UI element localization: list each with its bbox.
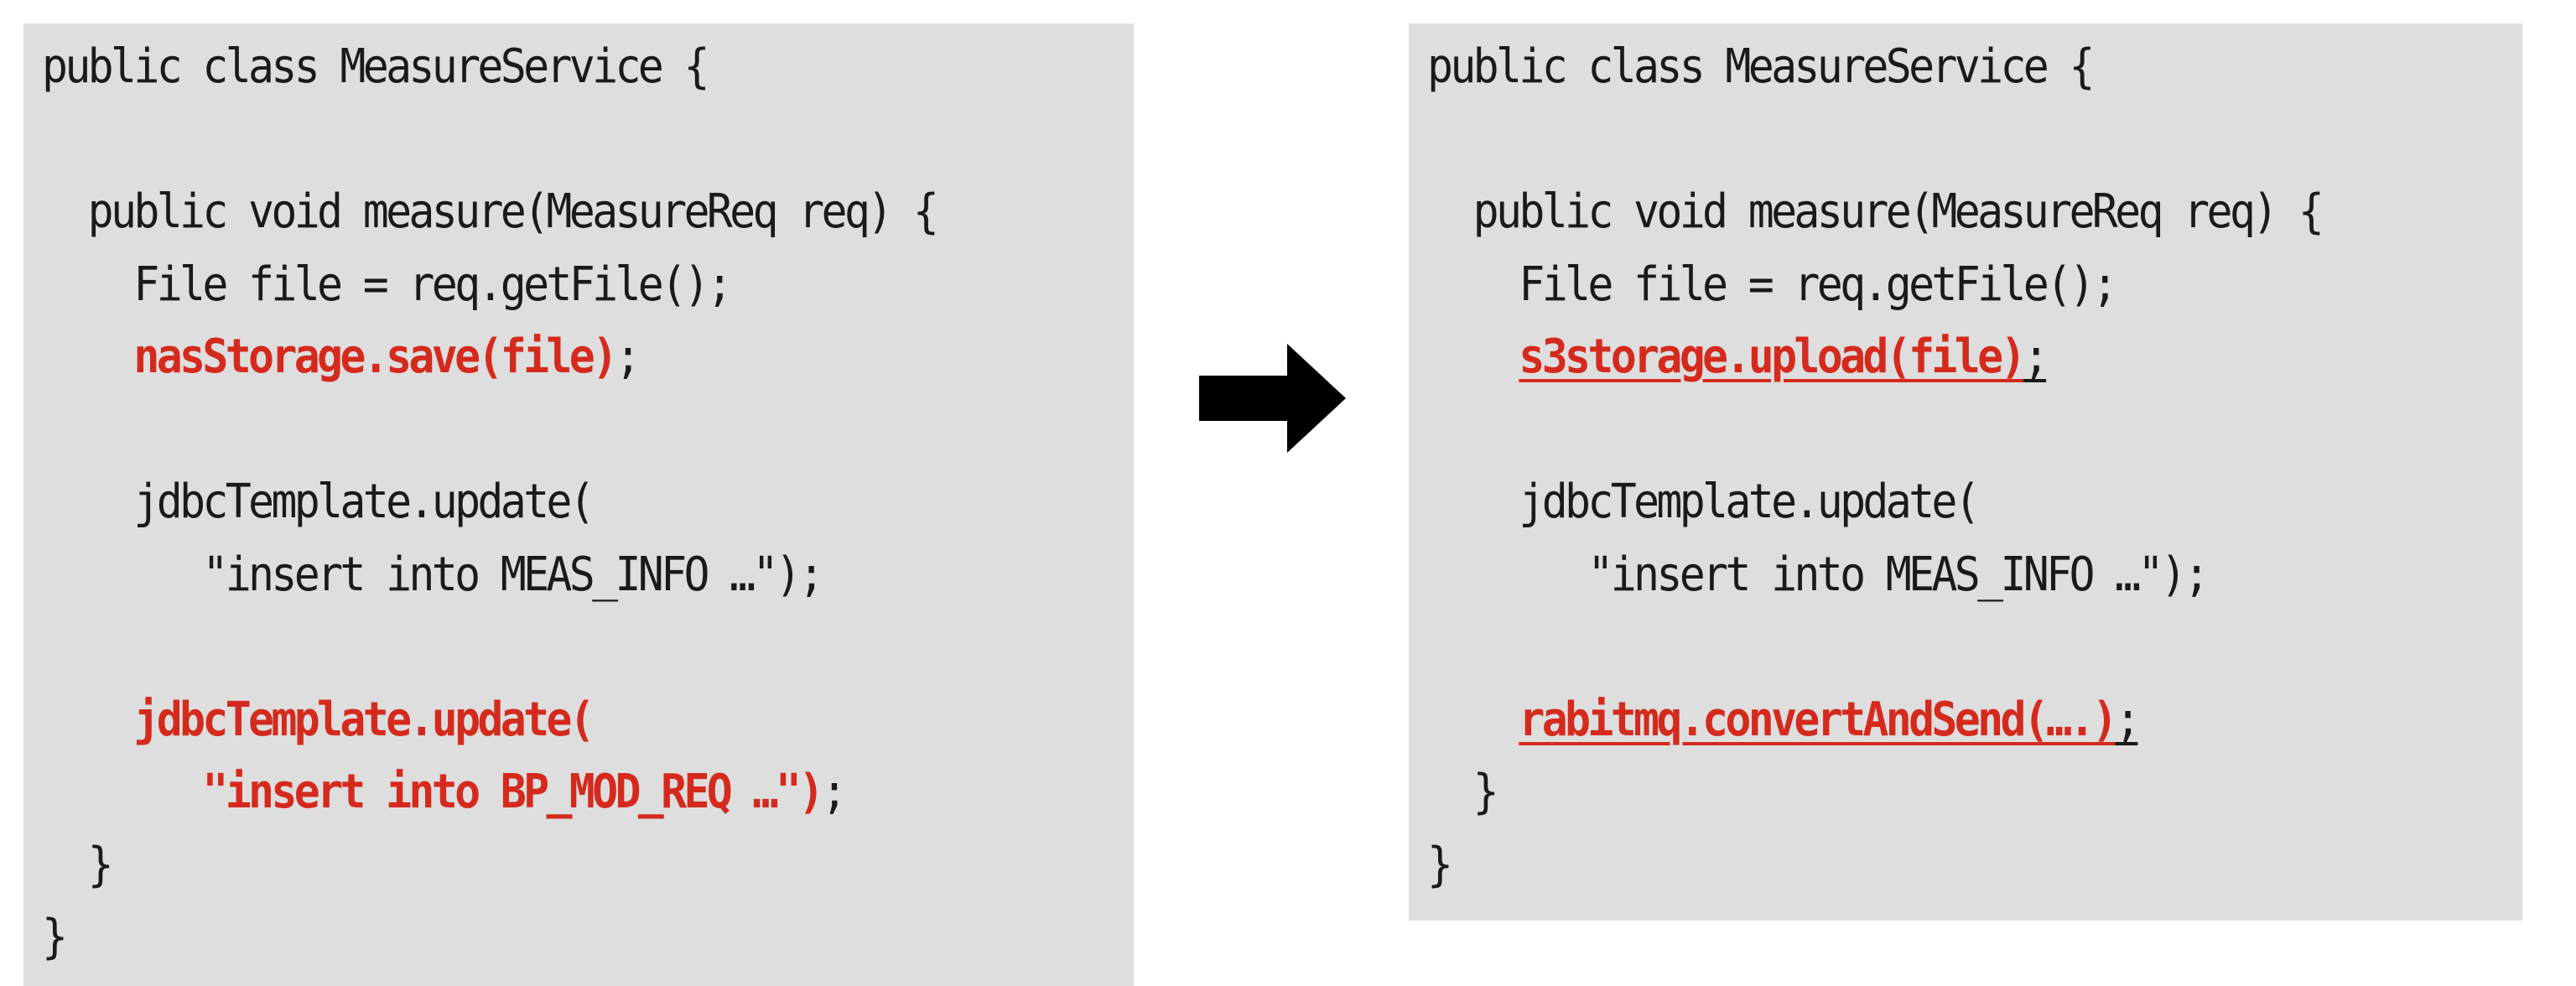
code-line: } (1427, 765, 1499, 819)
highlighted-code: s3storage.upload(file) (1519, 330, 2026, 384)
code-text (1427, 693, 1519, 747)
code-text (1427, 330, 1519, 384)
code-line: jdbcTemplate.update( (42, 475, 595, 529)
code-line: public class MeasureService { (42, 39, 709, 94)
code-text (42, 693, 133, 747)
code-text: ; (821, 765, 848, 819)
code-line: public void measure(MeasureReq req) { (1427, 184, 2324, 239)
highlighted-code: rabitmq.convertAndSend(….) (1519, 692, 2117, 747)
code-line: nasStorage.save(file); (42, 330, 641, 384)
code-line: "insert into MEAS_INFO …"); (1427, 547, 2210, 602)
code-line: } (42, 837, 114, 892)
code-line: "insert into MEAS_INFO …"); (42, 547, 824, 602)
code-punctuation: ; (2023, 330, 2049, 384)
code-line: jdbcTemplate.update( (42, 692, 595, 747)
code-panel-after: public class MeasureService { public voi… (1409, 23, 2522, 921)
code-line: "insert into BP_MOD_REQ …"); (42, 765, 848, 819)
code-line: File file = req.getFile(); (42, 257, 732, 312)
code-text (42, 765, 202, 819)
code-panel-before: public class MeasureService { public voi… (23, 23, 1134, 986)
code-line: public class MeasureService { (1427, 39, 2095, 94)
code-line: } (42, 910, 68, 964)
code-line: } (1427, 837, 1453, 892)
code-text (42, 330, 133, 384)
highlighted-code: jdbcTemplate.update( (133, 692, 595, 747)
right-arrow-icon (1199, 344, 1346, 453)
code-line: File file = req.getFile(); (1427, 257, 2117, 312)
code-line: public void measure(MeasureReq req) { (42, 184, 939, 239)
highlighted-code: nasStorage.save(file) (133, 330, 618, 384)
code-line: jdbcTemplate.update( (1427, 475, 1980, 529)
code-line: rabitmq.convertAndSend(….); (1427, 692, 2141, 747)
code-punctuation: ; (2115, 692, 2141, 747)
highlighted-code: "insert into BP_MOD_REQ …") (202, 765, 824, 819)
code-line: s3storage.upload(file); (1427, 330, 2049, 384)
code-text: ; (615, 330, 641, 384)
